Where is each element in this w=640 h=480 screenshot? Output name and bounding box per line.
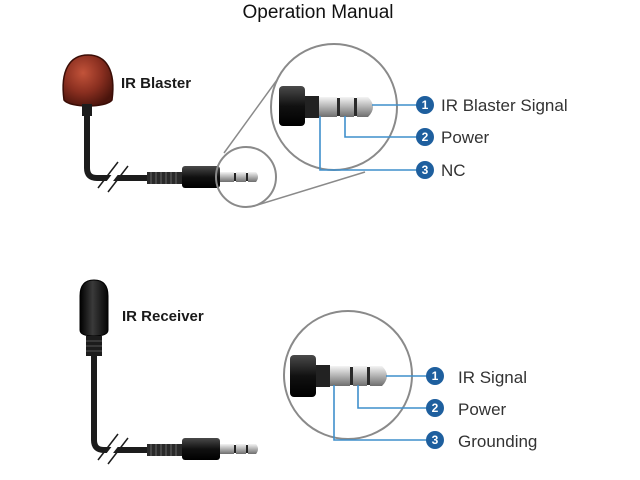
ir-blaster-cable: [84, 114, 150, 181]
strain-relief: [147, 444, 183, 456]
zoom-insulator: [337, 98, 340, 116]
pin-2-line: [357, 385, 428, 409]
cable-break-mark: [101, 162, 125, 192]
cable-break-mark: [101, 434, 125, 464]
page-title: Operation Manual: [242, 2, 393, 23]
jack-ring-segment: [236, 444, 246, 454]
pin-badge: 1: [426, 367, 444, 385]
pin-number: 2: [432, 401, 439, 415]
jack-ring: [246, 445, 248, 453]
pin-number: 1: [432, 369, 439, 383]
cable-break-line: [97, 161, 119, 189]
pin-badge: 2: [426, 399, 444, 417]
cable-break-line: [107, 165, 129, 193]
zoom-insulator: [367, 367, 370, 385]
jack-tip: [248, 444, 258, 454]
ir-blaster-head-icon: [62, 54, 114, 107]
jack-plug-body: [182, 438, 220, 460]
jack-ring: [234, 173, 236, 181]
zoom-plug-collar: [316, 365, 330, 387]
ir-receiver-group: 1 2 3 IR Receiver IR Signal Power Ground…: [79, 279, 537, 465]
jack-ring: [246, 173, 248, 181]
pin-number: 3: [432, 433, 439, 447]
pin-label: Grounding: [458, 432, 537, 451]
pin-badge: 2: [416, 128, 434, 146]
pin-label: NC: [441, 161, 466, 180]
strain-relief: [147, 172, 183, 184]
zoom-sleeve: [330, 366, 350, 386]
zoom-ring: [340, 97, 354, 117]
pin-number: 1: [422, 98, 429, 112]
pin-label: IR Blaster Signal: [441, 96, 568, 115]
zoom-source-circle: [215, 146, 277, 208]
receiver-bushing: [86, 336, 102, 356]
jack-plug-body: [182, 166, 220, 188]
ir-blaster-group: 1 2 3 IR Blaster IR Blaster Signal Power…: [62, 43, 568, 208]
device-label: IR Blaster: [121, 75, 191, 92]
pin-number: 3: [422, 163, 429, 177]
device-label: IR Receiver: [122, 308, 204, 325]
cable-break-line: [97, 433, 119, 461]
jack-ring-segment: [236, 172, 246, 182]
pin-3-line: [319, 116, 418, 171]
zoom-plug-collar: [305, 96, 319, 118]
pin-label: IR Signal: [458, 368, 527, 387]
ir-receiver-cable: [91, 354, 150, 453]
zoom-insulator: [350, 367, 353, 385]
pin-badge: 3: [416, 161, 434, 179]
pin-3-line: [333, 385, 428, 441]
jack-sleeve: [220, 444, 234, 454]
zoom-plug-body: [290, 355, 316, 397]
jack-sleeve: [220, 172, 234, 182]
pin-2-line: [344, 116, 418, 138]
jack-ring: [234, 445, 236, 453]
zoom-connector-line: [253, 171, 366, 207]
zoom-plug-body: [279, 86, 305, 126]
pin-label: Power: [441, 128, 490, 147]
pin-number: 2: [422, 130, 429, 144]
pin-badge: 1: [416, 96, 434, 114]
jack-tip: [248, 172, 258, 182]
cable-break-line: [107, 437, 129, 465]
zoom-sleeve: [319, 97, 337, 117]
ir-receiver-head-icon: [79, 279, 109, 337]
pin-badge: 3: [426, 431, 444, 449]
zoom-insulator: [354, 98, 357, 116]
pin-label: Power: [458, 400, 507, 419]
zoom-tip: [357, 97, 373, 117]
zoom-tip: [370, 366, 387, 386]
zoom-ring: [353, 366, 367, 386]
ir-blaster-stem: [82, 104, 92, 116]
